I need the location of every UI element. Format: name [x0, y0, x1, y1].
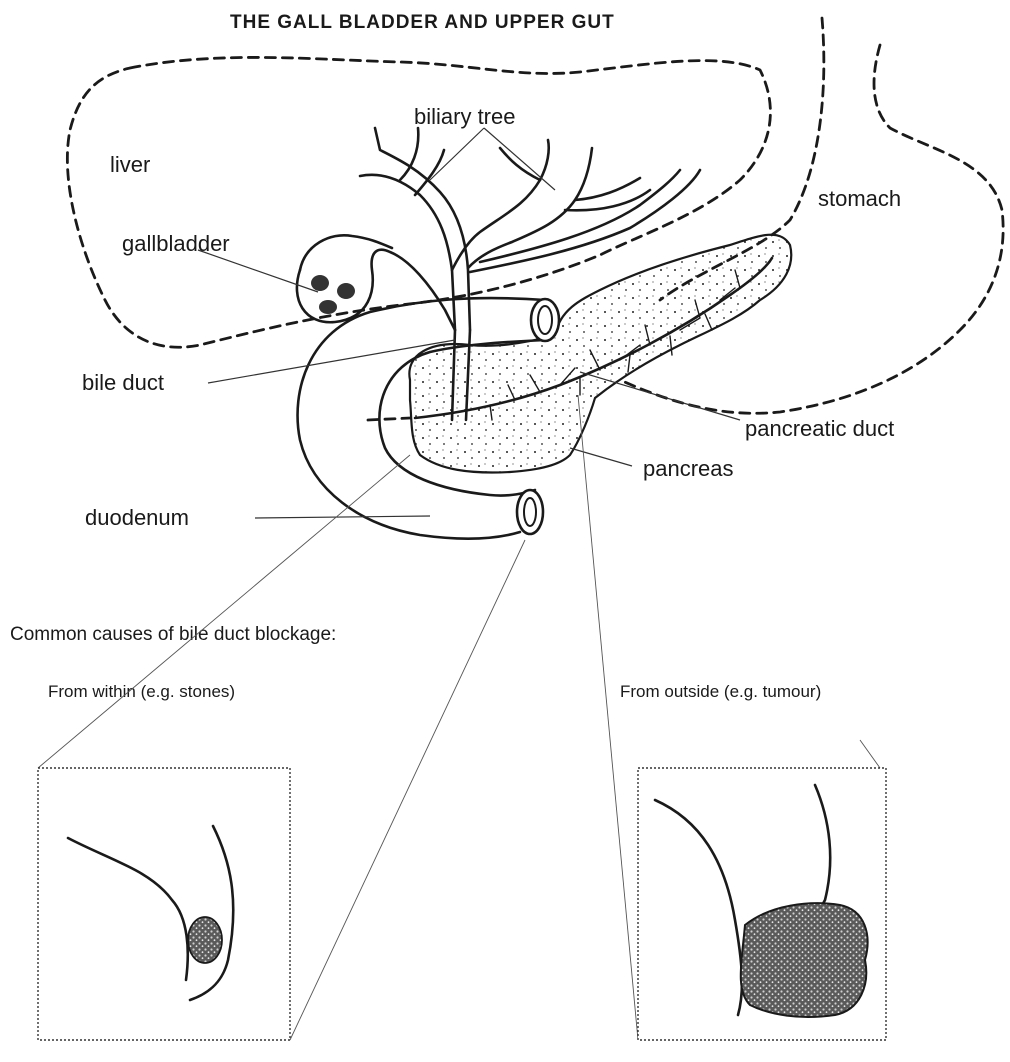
gallbladder-label: gallbladder — [122, 231, 230, 256]
stomach-outline — [620, 18, 1003, 413]
diagram-title: THE GALL BLADDER AND UPPER GUT — [230, 12, 615, 33]
tumour-mass — [741, 903, 868, 1017]
inset-stone — [38, 768, 290, 1040]
pancreas — [409, 235, 791, 473]
biliary-tree-label: biliary tree — [414, 104, 515, 129]
blockage-caption: Common causes of bile duct blockage: — [10, 624, 336, 645]
inset-left-label: From within (e.g. stones) — [48, 682, 235, 701]
duodenum-label: duodenum — [85, 505, 189, 530]
gallbladder — [297, 235, 455, 330]
inset-tumour — [638, 768, 886, 1040]
pancreatic-duct-label: pancreatic duct — [745, 416, 894, 441]
pancreas-label: pancreas — [643, 456, 734, 481]
stomach-label: stomach — [818, 186, 901, 211]
liver-label: liver — [110, 152, 150, 177]
bile-duct-label: bile duct — [82, 370, 164, 395]
inset-right-label: From outside (e.g. tumour) — [620, 682, 821, 701]
